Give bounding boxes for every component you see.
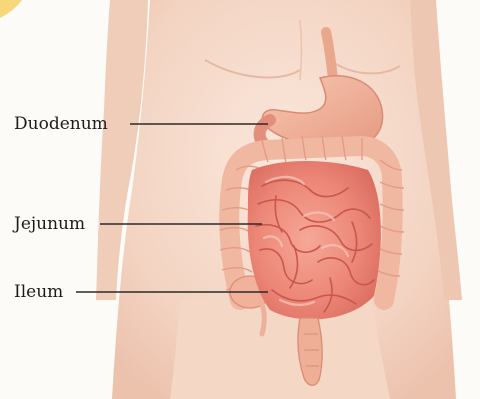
duodenum-label: Duodenum — [14, 114, 108, 134]
appendix — [262, 304, 264, 334]
corner-accent — [0, 0, 22, 18]
small-intestine-mass — [248, 161, 381, 319]
ileum-label: Ileum — [14, 282, 63, 302]
hip-area — [170, 300, 390, 399]
jejunum-label: Jejunum — [14, 214, 85, 234]
